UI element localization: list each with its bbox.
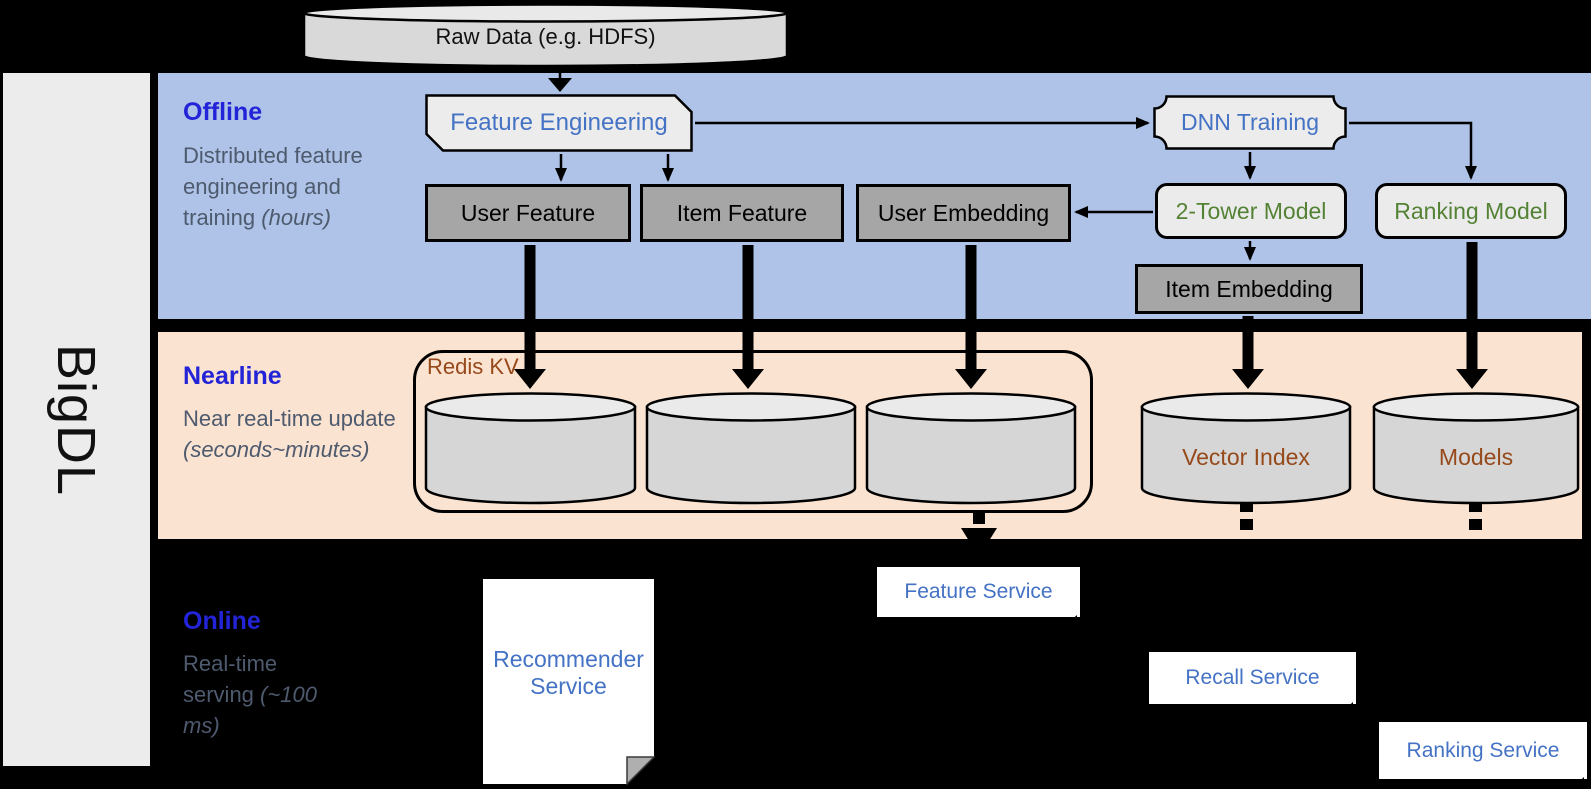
- online-desc-duration: (~100 ms): [183, 682, 317, 738]
- kv-shard-cylinder-2: [645, 391, 857, 505]
- feature-engineering-label: Feature Engineering: [450, 109, 668, 136]
- two-tower-model-node: 2-Tower Model: [1155, 183, 1347, 239]
- offline-label: Offline: [183, 98, 263, 126]
- nearline-label: Nearline: [183, 362, 282, 390]
- redis-kv-label: Redis KV: [427, 354, 519, 379]
- ranking-service-label: Ranking Service: [1406, 738, 1560, 762]
- user-feature-node: User Feature: [425, 184, 631, 242]
- feature-engineering-node: Feature Engineering: [425, 94, 693, 152]
- page-fold-icon: [1341, 702, 1353, 712]
- kv-shard-cylinder-3: [865, 391, 1077, 505]
- recall-service-label: Recall Service: [1185, 666, 1320, 689]
- offline-desc-text: Distributed feature engineering and trai…: [183, 143, 363, 230]
- item-feature-node: Item Feature: [640, 184, 844, 242]
- feature-service-node: Feature Service: [877, 567, 1080, 625]
- user-embedding-node: User Embedding: [856, 184, 1071, 242]
- ranking-service-node: Ranking Service: [1379, 722, 1587, 787]
- raw-data-store: Raw Data (e.g. HDFS): [302, 2, 789, 68]
- nearline-desc-duration: (seconds~minutes): [183, 437, 370, 462]
- online-desc-text: Real-time serving: [183, 651, 278, 707]
- vector-index-store: Vector Index: [1140, 391, 1352, 505]
- offline-description: Distributed feature engineering and trai…: [183, 140, 398, 233]
- ranking-model-node: Ranking Model: [1375, 183, 1567, 239]
- recall-service-node: Recall Service: [1149, 652, 1356, 712]
- feature-service-label: Feature Service: [904, 580, 1053, 603]
- dnn-training-label: DNN Training: [1180, 109, 1320, 135]
- bigdl-logo-label: BigDL: [46, 343, 107, 496]
- recommender-service-label: Recommender Service: [493, 645, 644, 699]
- offline-desc-duration: (hours): [261, 205, 331, 230]
- recommender-service-node: Recommender Service: [482, 578, 655, 785]
- online-description: Real-time serving (~100 ms): [183, 648, 345, 741]
- bigdl-sidebar: BigDL: [3, 73, 150, 766]
- raw-data-label: Raw Data (e.g. HDFS): [435, 24, 656, 49]
- models-store: Models: [1372, 391, 1580, 505]
- page-fold-icon: [1065, 615, 1077, 625]
- online-label: Online: [183, 607, 261, 635]
- page-fold-icon: [1572, 777, 1584, 787]
- item-embedding-node: Item Embedding: [1135, 264, 1363, 314]
- vector-index-label: Vector Index: [1182, 443, 1310, 470]
- kv-shard-cylinder-1: [424, 391, 637, 505]
- dnn-training-node: DNN Training: [1153, 95, 1347, 150]
- nearline-desc-text: Near real-time update: [183, 406, 396, 431]
- nearline-description: Near real-time update (seconds~minutes): [183, 403, 418, 465]
- models-label: Models: [1438, 443, 1514, 470]
